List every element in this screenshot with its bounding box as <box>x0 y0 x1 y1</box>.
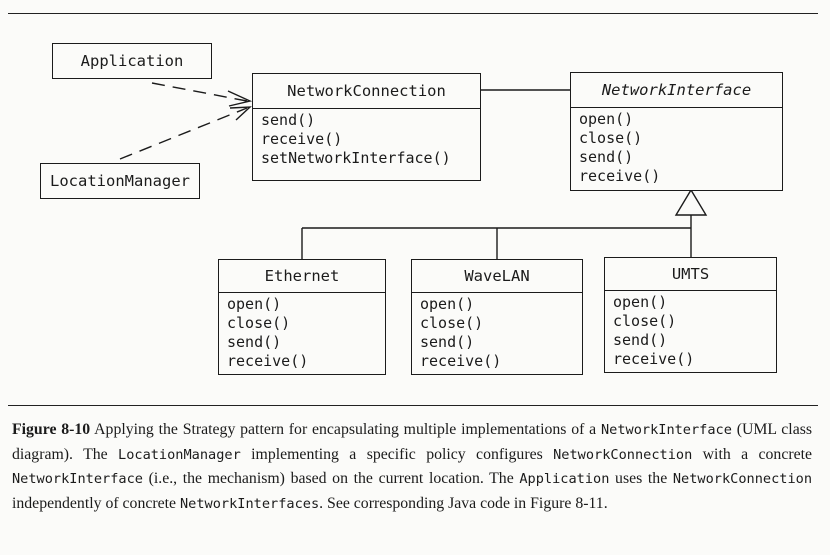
class-network-connection: NetworkConnection send() receive() setNe… <box>252 73 481 181</box>
class-name: Ethernet <box>264 267 340 285</box>
class-umts: UMTS open() close() send() receive() <box>604 257 777 373</box>
caption-code: NetworkConnection <box>553 446 693 463</box>
operation: send() <box>613 331 668 349</box>
operation: close() <box>420 314 484 332</box>
caption-text: independently of concrete <box>12 494 180 512</box>
operations-list: send() receive() setNetworkInterface() <box>253 108 480 170</box>
operation: receive() <box>613 350 695 368</box>
operations-list: open() close() send() receive() <box>605 290 776 371</box>
dependency-locationmanager-line <box>119 107 248 160</box>
caption-code: NetworkInterface <box>12 471 143 487</box>
dependency-application-line <box>151 82 248 102</box>
class-name: WaveLAN <box>464 267 530 285</box>
operation: close() <box>227 314 291 332</box>
class-name: NetworkInterface <box>601 81 752 99</box>
operation: receive() <box>227 352 309 370</box>
operation: send() <box>579 148 634 166</box>
caption-text: implementing a specific policy configure… <box>240 445 554 463</box>
operation: close() <box>579 129 643 147</box>
generalization-triangle <box>674 188 708 216</box>
operations-list: open() close() send() receive() <box>412 292 582 373</box>
caption-text: (UML class diagram). The <box>12 421 812 463</box>
caption-text: with a concrete <box>692 445 813 463</box>
operation: open() <box>227 295 282 313</box>
figure-label: Figure 8-10 <box>12 421 91 438</box>
caption-code: Application <box>519 471 610 487</box>
caption-code: NetworkInterface <box>600 422 732 438</box>
class-wavelan: WaveLAN open() close() send() receive() <box>411 259 583 375</box>
operation: receive() <box>420 352 502 370</box>
operation: close() <box>613 312 677 330</box>
operation: setNetworkInterface() <box>261 149 451 167</box>
class-network-interface: NetworkInterface open() close() send() r… <box>570 72 783 191</box>
caption-text: Applying the Strategy pattern for encaps… <box>90 421 601 438</box>
operation: open() <box>613 293 668 311</box>
class-ethernet: Ethernet open() close() send() receive() <box>218 259 386 375</box>
caption-code: NetworkInterfaces <box>180 495 320 512</box>
caption-text: (i.e., the mechanism) based on the curre… <box>142 470 520 487</box>
caption-text: . See corresponding Java code in Figure … <box>319 494 608 512</box>
class-location-manager: LocationManager <box>40 163 200 199</box>
operations-list: open() close() send() receive() <box>219 292 385 373</box>
class-name: UMTS <box>671 265 710 283</box>
operation: receive() <box>261 130 343 148</box>
operation: open() <box>579 110 634 128</box>
operation: send() <box>261 111 316 129</box>
operation: open() <box>420 295 475 313</box>
class-application: Application <box>52 43 212 79</box>
operation: receive() <box>579 167 661 185</box>
class-name: Application <box>80 52 184 70</box>
figure-caption: Figure 8-10 Applying the Strategy patter… <box>12 418 812 516</box>
class-name: NetworkConnection <box>287 82 446 100</box>
operation: send() <box>420 333 475 351</box>
caption-text: uses the <box>609 470 673 487</box>
operations-list: open() close() send() receive() <box>571 107 782 188</box>
caption-code: LocationManager <box>118 446 241 463</box>
class-name: LocationManager <box>50 172 190 190</box>
top-rule <box>8 13 818 14</box>
caption-rule <box>8 405 818 406</box>
caption-code: NetworkConnection <box>672 471 813 487</box>
dependency-application-arrowhead <box>227 90 253 107</box>
dependency-locationmanager-arrowhead <box>229 106 252 121</box>
operation: send() <box>227 333 282 351</box>
